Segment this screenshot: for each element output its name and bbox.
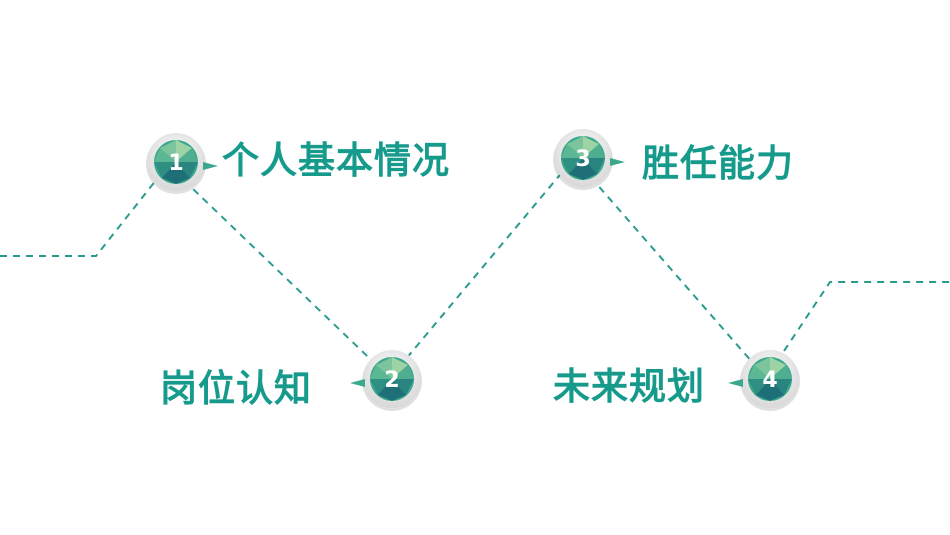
step-3-number: 3 xyxy=(575,147,590,172)
step-2-node: 2 xyxy=(350,349,422,411)
step-1-number: 1 xyxy=(168,151,183,176)
step-4-node: 4 xyxy=(728,349,800,411)
step-4-number: 4 xyxy=(762,368,777,393)
step-1-node: 1 xyxy=(146,132,218,194)
gem-badge-icon: 1 xyxy=(146,133,218,194)
gem-badge-icon: 4 xyxy=(728,350,800,411)
gem-badge-icon: 3 xyxy=(553,129,625,190)
zigzag-path xyxy=(0,156,950,380)
step-3-node: 3 xyxy=(553,128,625,190)
step-1-label: 个人基本情况 xyxy=(222,139,450,182)
step-2-number: 2 xyxy=(384,368,399,393)
step-4-label: 未来规划 xyxy=(553,365,705,408)
gem-badge-icon: 2 xyxy=(350,350,422,411)
step-3-label: 胜任能力 xyxy=(642,142,794,185)
step-2-label: 岗位认知 xyxy=(160,367,312,410)
